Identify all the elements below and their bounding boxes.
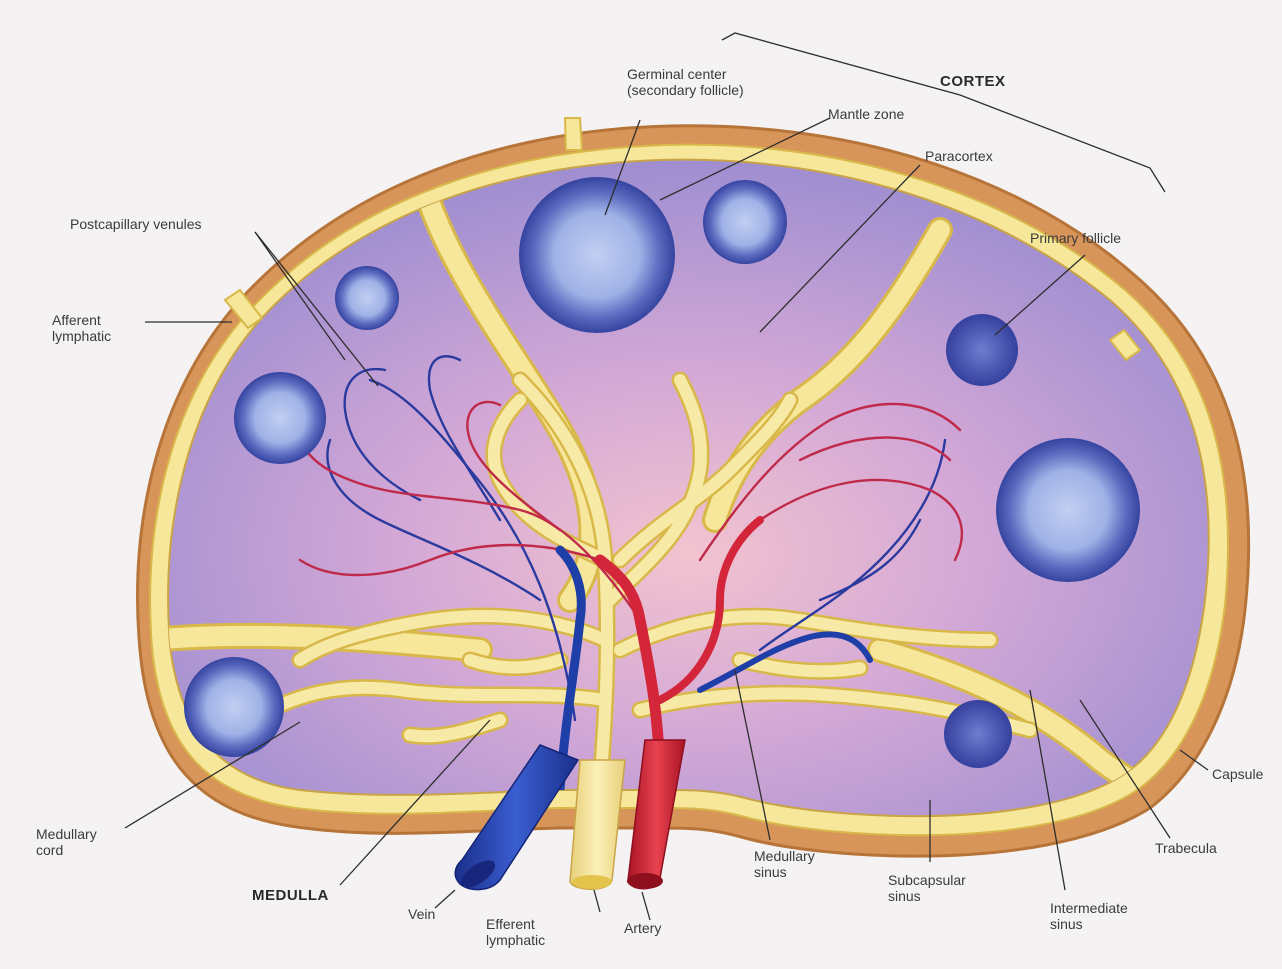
label-capsule: Capsule	[1212, 766, 1263, 782]
efferent-lumen	[572, 875, 612, 889]
label-subcapsular-sinus: Subcapsular sinus	[888, 872, 966, 904]
label-mantle-zone: Mantle zone	[828, 106, 904, 122]
label-intermediate-sinus: Intermediate sinus	[1050, 900, 1128, 932]
label-paracortex: Paracortex	[925, 148, 993, 164]
efferent-lymphatic-vessel	[570, 760, 625, 889]
secondary-follicle	[234, 372, 326, 464]
secondary-follicle	[996, 438, 1140, 582]
label-postcapillary-venules: Postcapillary venules	[70, 216, 202, 232]
primary-follicle	[944, 700, 1012, 768]
label-medulla: MEDULLA	[252, 888, 329, 904]
label-medullary-sinus: Medullary sinus	[754, 848, 815, 880]
label-medullary-cord: Medullary cord	[36, 826, 97, 858]
label-cortex: CORTEX	[940, 74, 1006, 90]
label-trabecula: Trabecula	[1155, 840, 1217, 856]
label-vein: Vein	[408, 906, 435, 922]
secondary-follicle	[335, 266, 399, 330]
label-germinal-center: Germinal center (secondary follicle)	[627, 66, 744, 98]
label-afferent-lymphatic: Afferent lymphatic	[52, 312, 111, 344]
label-artery: Artery	[624, 920, 661, 936]
label-primary-follicle: Primary follicle	[1030, 230, 1121, 246]
artery-lumen	[627, 873, 663, 889]
secondary-follicle	[519, 177, 675, 333]
secondary-follicle	[184, 657, 284, 757]
secondary-follicle	[703, 180, 787, 264]
label-efferent-lymphatic: Efferent lymphatic	[486, 916, 545, 948]
